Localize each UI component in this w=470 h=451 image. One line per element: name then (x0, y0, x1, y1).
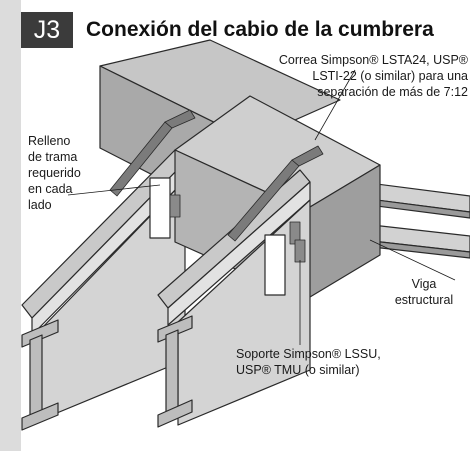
left-rafter (21, 149, 186, 431)
blocking-panel-right (264, 234, 286, 296)
strap-callout-line-3: separación de más de 7:12 (317, 85, 468, 99)
left-margin-bar (0, 0, 21, 451)
strap-leader-line (314, 69, 356, 141)
strap-callout-line-2: LSTI-22 (o similar) para una (312, 69, 468, 83)
blocking-callout-line-2: de trama (28, 150, 77, 164)
blocking-callout-line-4: en cada (28, 182, 73, 196)
beam-callout-line-2: estructural (395, 293, 453, 307)
blocking-callout-line-1: Relleno (28, 134, 70, 148)
front-ridge-board (174, 95, 381, 301)
section-badge: J3 (21, 12, 73, 48)
hanger-callout-line-2: USP® TMU (o similar) (236, 363, 360, 377)
blocking-leader-line (67, 184, 161, 196)
strap-left (109, 109, 196, 197)
blocking-panel (149, 177, 171, 239)
beam-leader-line (369, 239, 456, 281)
hanger-left (169, 194, 181, 218)
page-title: Conexión del cabio de la cumbrera (86, 18, 434, 41)
beam-callout-line-1: Viga (412, 277, 437, 291)
blocking-callout-line-3: requerido (28, 166, 81, 180)
blocking-callout-line-5: lado (28, 198, 52, 212)
strap-callout-line-1: Correa Simpson® LSTA24, USP® (279, 53, 469, 67)
hanger-callout-line-1: Soporte Simpson® LSSU, (236, 347, 381, 361)
strap-right (227, 145, 324, 242)
